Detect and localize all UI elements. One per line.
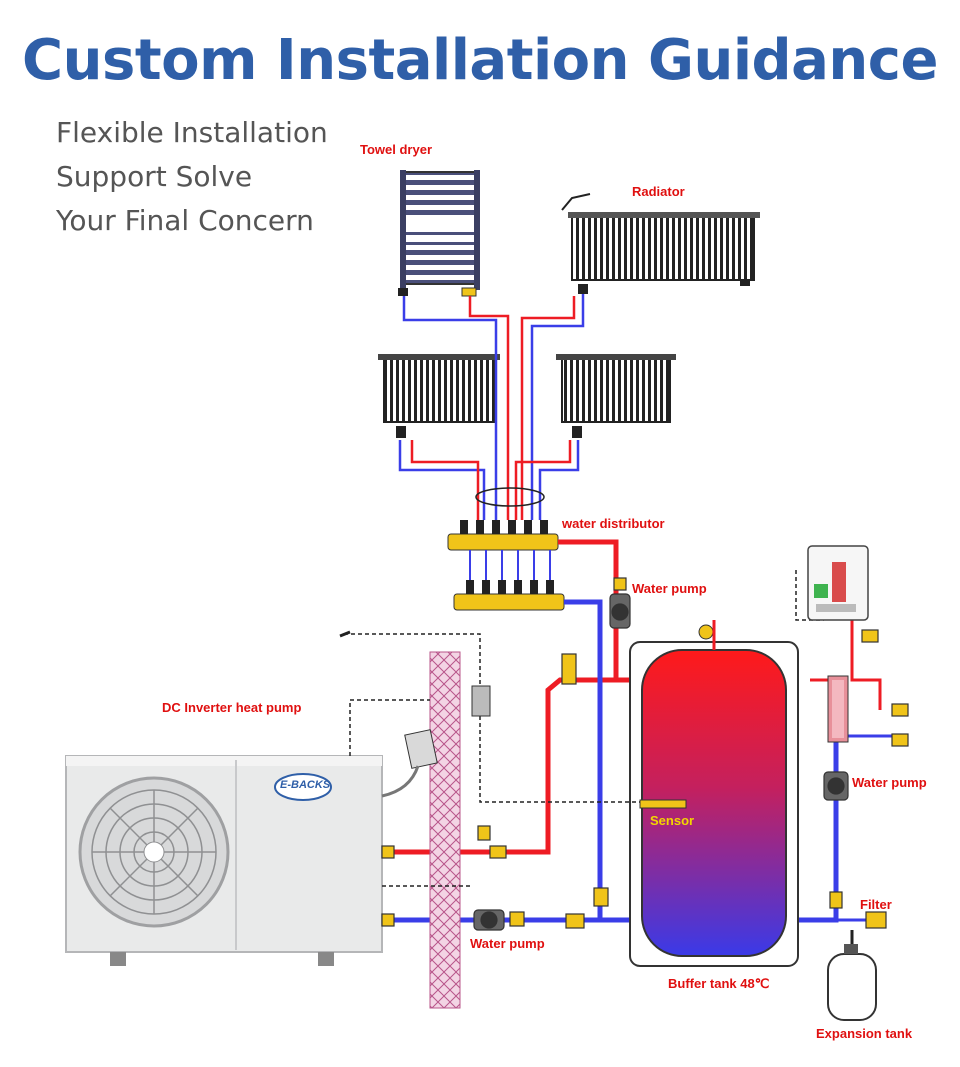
label-radiator: Radiator: [632, 184, 685, 199]
label-filter: Filter: [860, 897, 892, 912]
wall-hung-controller: [807, 545, 869, 621]
controller-box: [471, 685, 491, 717]
pipe-bundle-ring: [475, 487, 545, 507]
subtitle-line-2: Support Solve: [56, 160, 253, 193]
page-title: Custom Installation Guidance: [22, 28, 938, 93]
radiator-top: [561, 193, 760, 294]
label-water-pump-right: Water pump: [852, 775, 927, 790]
expansion-tank: [827, 944, 877, 1021]
water-distributor: [447, 520, 565, 611]
heat-pump-unit: [65, 755, 383, 966]
brand-logo: E-BACKS: [280, 779, 331, 791]
refrigerant-line: [381, 765, 420, 798]
heat-exchanger: [827, 675, 849, 743]
label-dc-inverter-heat-pump: DC Inverter heat pump: [162, 700, 302, 715]
buffer-tank: [629, 620, 799, 967]
subtitle-line-3: Your Final Concern: [56, 204, 314, 237]
label-buffer-tank: Buffer tank 48℃: [668, 976, 770, 991]
label-water-pump-bottom: Water pump: [470, 936, 545, 951]
emitter-pipes: [398, 294, 585, 520]
wall-controller: [404, 729, 438, 769]
label-water-distributor: water distributor: [562, 516, 665, 531]
label-sensor: Sensor: [650, 813, 695, 828]
radiator-left: [378, 354, 500, 438]
wall: [429, 651, 461, 1009]
valves-and-pumps: [381, 577, 909, 931]
label-water-pump-top: Water pump: [632, 581, 707, 596]
label-towel-dryer: Towel dryer: [360, 142, 433, 157]
control-wiring: [344, 559, 824, 887]
towel-dryer: [398, 170, 480, 297]
radiator-right: [556, 354, 676, 438]
subtitle-line-1: Flexible Installation: [56, 116, 328, 149]
label-expansion-tank: Expansion tank: [816, 1026, 913, 1041]
